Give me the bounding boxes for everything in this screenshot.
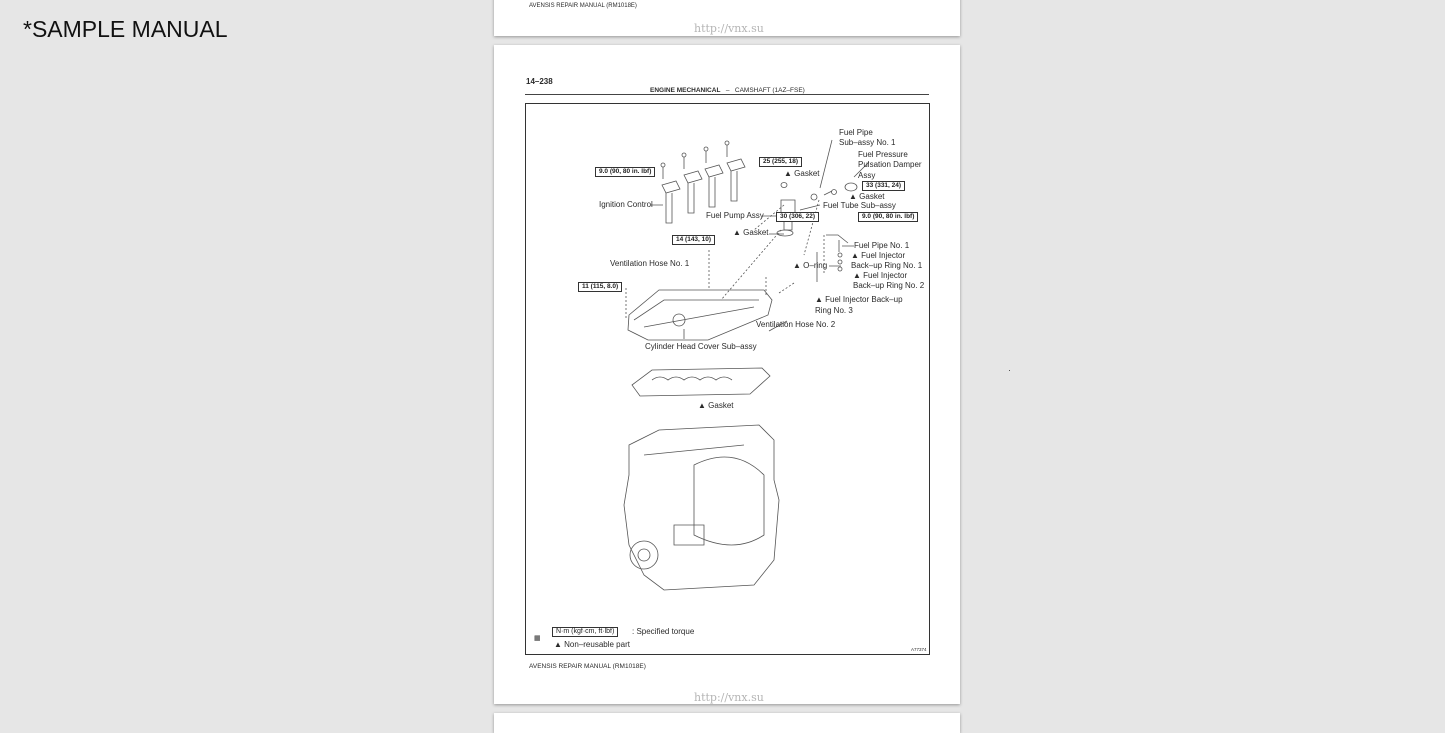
page-number: 14–238: [526, 77, 553, 86]
label-injector-ring2-b: Back–up Ring No. 2: [853, 281, 925, 290]
label-gasket-damper: ▲ Gasket: [849, 192, 885, 201]
previous-page-footer: AVENSIS REPAIR MANUAL (RM1018E): [529, 3, 637, 9]
label-ignition-control: Ignition Control: [599, 200, 653, 209]
label-injector-ring3-b: Ring No. 3: [815, 306, 853, 315]
label-vent-hose-2: Ventilation Hose No. 2: [756, 320, 836, 329]
torque-hose-bolt: 11 (115, 8.0): [578, 282, 623, 292]
label-fuel-pipe-no1: Fuel Pipe No. 1: [854, 241, 910, 250]
label-fuel-pipe-sub-assy: Fuel Pipe: [839, 128, 873, 137]
document-title: *SAMPLE MANUAL: [23, 16, 228, 42]
label-vent-hose-1: Ventilation Hose No. 1: [610, 259, 690, 268]
label-fuel-tube: Fuel Tube Sub–assy: [823, 201, 896, 210]
ignition-coil-drawing: [660, 140, 746, 224]
label-fuel-pipe-sub-assy-2: Sub–assy No. 1: [839, 138, 896, 147]
header-rule: [525, 94, 929, 95]
figure-frame: [525, 103, 930, 655]
leader-lines: [651, 161, 870, 339]
label-injector-ring1: ▲ Fuel Injector: [851, 251, 906, 260]
torque-pump-nut: 25 (255, 18): [759, 157, 803, 167]
page-footer: AVENSIS REPAIR MANUAL (RM1018E): [529, 663, 646, 670]
header-separator: –: [725, 87, 730, 94]
dashed-guide-lines: [625, 199, 825, 318]
label-fuel-pump: Fuel Pump Assy: [706, 211, 764, 220]
label-damper-3: Assy: [858, 171, 876, 180]
cover-gasket-drawing: [631, 367, 771, 397]
torque-coil-bolt: 9.0 (90, 80 in. lbf): [595, 167, 656, 177]
torque-pipe-bolt: 30 (306, 22): [776, 212, 820, 222]
label-oring: ▲ O–ring: [793, 261, 828, 270]
torque-damper: 33 (331, 24): [862, 181, 906, 191]
label-injector-ring2: ▲ Fuel Injector: [853, 271, 908, 280]
label-damper: Fuel Pressure: [858, 150, 908, 159]
label-injector-ring1-b: Back–up Ring No. 1: [851, 261, 923, 270]
label-damper-2: Pulsation Damper: [858, 160, 922, 169]
legend-nonreusable: ▲ Non–reusable part: [554, 640, 630, 649]
previous-page: AVENSIS REPAIR MANUAL (RM1018E) http://v…: [494, 0, 960, 36]
engine-block-drawing: [623, 424, 780, 591]
next-page: [494, 713, 960, 733]
torque-pipe-bolt-2: 9.0 (90, 80 in. lbf): [858, 212, 919, 222]
cylinder-head-cover-drawing: [627, 289, 773, 341]
label-cylinder-head-cover: Cylinder Head Cover Sub–assy: [645, 342, 757, 351]
subsection-title: CAMSHAFT (1AZ–FSE): [734, 87, 805, 94]
watermark: http://vnx.su: [694, 691, 764, 704]
legend-torque-unit: N·m (kgf·cm, ft·lbf): [552, 627, 619, 637]
label-gasket-cover: ▲ Gasket: [698, 401, 734, 410]
stray-dot: [1009, 370, 1010, 371]
legend-torque-desc: : Specified torque: [632, 627, 695, 636]
label-gasket-pump: ▲ Gasket: [784, 169, 820, 178]
label-injector-ring3: ▲ Fuel Injector Back–up: [815, 295, 903, 304]
page-header: ENGINE MECHANICAL – CAMSHAFT (1AZ–FSE): [650, 86, 805, 96]
torque-cover-bolt: 14 (143, 10): [672, 235, 716, 245]
label-gasket-pump-base: ▲ Gasket: [733, 228, 769, 237]
watermark: http://vnx.su: [694, 22, 764, 35]
figure-id: A77374: [911, 647, 927, 652]
engine-exploded-diagram: [623, 139, 870, 591]
legend-icon: ▦: [534, 635, 541, 642]
section-title: ENGINE MECHANICAL: [650, 87, 721, 94]
manual-page: 14–238 ENGINE MECHANICAL – CAMSHAFT (1AZ…: [494, 45, 960, 704]
fuel-pump-drawing: [776, 139, 858, 272]
